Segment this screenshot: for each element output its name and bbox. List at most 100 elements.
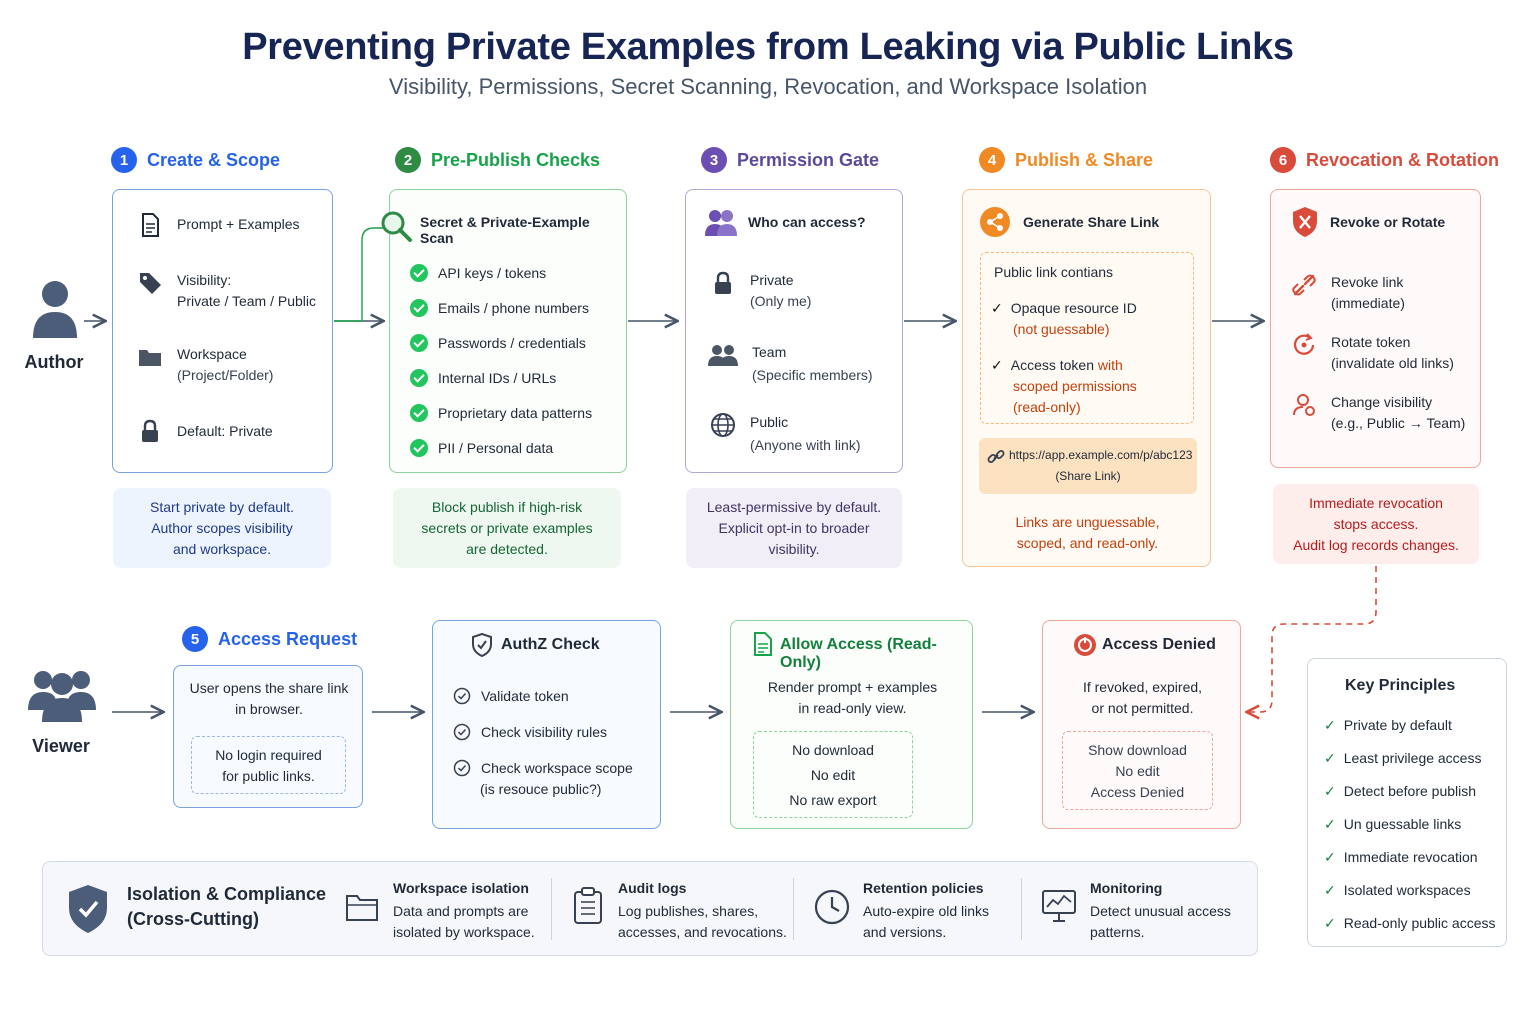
link-item2-sub: scoped permissions	[1013, 378, 1137, 394]
s1-item-visibility: Visibility:Private / Team / Public	[137, 270, 316, 312]
lock-icon	[715, 271, 731, 294]
people-icon	[705, 210, 737, 236]
share-link-url[interactable]: https://app.example.com/p/abc123	[1009, 448, 1193, 462]
principle-1-label: Private by default	[1343, 717, 1452, 733]
link-item1-label: Opaque resource ID	[1010, 300, 1137, 316]
gate-private-label: Private	[750, 272, 794, 288]
monitor-icon	[1042, 890, 1076, 922]
step2-card: Secret & Private-Example Scan API keys /…	[381, 189, 627, 473]
s3-note-line3: visibility.	[768, 540, 820, 557]
allow-card: Allow Access (Read-Only) Render prompt +…	[730, 620, 973, 829]
public-link-contents-box: Public link contians ✓Opaque resource ID…	[980, 252, 1194, 424]
check-circle-outline-icon	[453, 759, 471, 777]
principle-4: ✓Un guessable links	[1324, 816, 1462, 832]
footer-monitoring-line1: Detect unusual access	[1090, 903, 1231, 919]
s1-item-prompt: Prompt + Examples	[137, 212, 300, 238]
gate-public: Public(Anyone with link)	[710, 412, 861, 456]
denied-line2: or not permitted.	[1091, 700, 1194, 716]
s1-note-line2: Author scopes visibility	[151, 519, 293, 536]
denied-outcome-2: No edit	[1115, 763, 1160, 779]
principle-5: ✓Immediate revocation	[1324, 849, 1478, 865]
footer-retention-title: Retention policies	[863, 880, 984, 896]
step3-title: Permission Gate	[737, 149, 880, 170]
s1-item-prompt-text: Prompt + Examples	[177, 216, 300, 232]
shield-check-icon	[69, 885, 107, 933]
principle-2-label: Least privilege access	[1343, 750, 1482, 766]
globe-icon	[711, 413, 735, 437]
gate-private: Private (Only me)	[710, 270, 811, 312]
scan-check-5: Proprietary data patterns	[410, 404, 592, 422]
allow-restriction-3: No raw export	[789, 792, 877, 808]
isolation-title: Isolation & Compliance(Cross-Cutting)	[127, 882, 326, 932]
principle-6: ✓Isolated workspaces	[1324, 882, 1471, 898]
viewer-group-icon	[28, 671, 96, 722]
scan-check-6-label: PII / Personal data	[438, 440, 554, 456]
share-link-caption: (Share Link)	[1055, 469, 1121, 483]
principle-3: ✓Detect before publish	[1324, 783, 1477, 799]
step1-header: 1 Create & Scope	[111, 147, 280, 173]
step2-number: 2	[395, 147, 421, 173]
s1-item-default: Default: Private	[137, 418, 273, 444]
principle-3-label: Detect before publish	[1343, 783, 1477, 799]
denied-card: Access Denied If revoked, expired,or not…	[1042, 620, 1241, 829]
scan-header: Secret & Private-Example Scan	[420, 214, 590, 246]
step1-title: Create & Scope	[147, 149, 281, 170]
scan-check-4-label: Internal IDs / URLs	[438, 370, 557, 386]
denied-outcome-1: Show download	[1088, 742, 1187, 758]
link-item2-with: with	[1094, 357, 1123, 373]
broken-link-icon	[1292, 274, 1316, 296]
rotate-sub: (invalidate old links)	[1331, 355, 1454, 371]
footer-retention-line2: and versions.	[863, 924, 947, 940]
gate-header: Who can access?	[748, 214, 866, 230]
footer-monitoring-line2: patterns.	[1090, 924, 1145, 940]
step3-number: 3	[701, 147, 727, 173]
revoke-item-rotate: Rotate token(invalidate old links)	[1291, 332, 1454, 374]
change-visibility-sub: (e.g., Public → Team)	[1331, 415, 1466, 431]
principle-1: ✓Private by default	[1324, 717, 1452, 733]
shield-block-icon	[1293, 207, 1317, 237]
step5-title: Access Request	[218, 628, 358, 649]
isolation-title-line2: (Cross-Cutting)	[127, 909, 259, 929]
principle-6-label: Isolated workspaces	[1343, 882, 1471, 898]
step3-header: 3 Permission Gate	[701, 147, 879, 173]
gate-private-sub: (Only me)	[750, 293, 812, 309]
document-icon	[142, 213, 159, 237]
step1-note: Start private by default. Author scopes v…	[113, 488, 331, 568]
page-subtitle: Visibility, Permissions, Secret Scanning…	[388, 74, 1148, 99]
rotate-icon	[1293, 333, 1315, 355]
footer-workspace-line2: isolated by workspace.	[393, 924, 535, 940]
allow-line2: in read-only view.	[798, 700, 907, 716]
denied-title: Access Denied	[1102, 636, 1216, 653]
authz-title: AuthZ Check	[501, 636, 600, 653]
step4-header: 4 Publish & Share	[979, 147, 1153, 173]
step3-card: Who can access? Private (Only me) Team(Sp…	[685, 189, 903, 473]
s1-note-line1: Start private by default.	[150, 498, 294, 515]
authz-item-3: Check workspace scope	[453, 759, 633, 777]
s1-note-line3: and workspace.	[172, 540, 272, 557]
key-principles-title: Key Principles	[1345, 677, 1456, 694]
step6-number: 6	[1270, 147, 1296, 173]
authz-item-3-sub: (is resouce public?)	[480, 781, 602, 797]
authz-item-2-label: Check visibility rules	[481, 724, 608, 740]
allow-restriction-1: No download	[792, 742, 874, 758]
clock-icon	[814, 889, 850, 925]
s6-note-line2: stops access.	[1333, 515, 1419, 532]
check-circle-icon	[410, 334, 428, 352]
principle-2: ✓Least privilege access	[1324, 750, 1482, 766]
key-principles-card: Key Principles ✓Private by default ✓Leas…	[1307, 658, 1507, 947]
revoke-link-sub: (immediate)	[1331, 295, 1405, 311]
principle-4-label: Un guessable links	[1343, 816, 1462, 832]
scan-check-2: Emails / phone numbers	[410, 299, 589, 317]
share-link-chip[interactable]: https://app.example.com/p/abc123 (Share …	[979, 438, 1197, 494]
footer-audit-title: Audit logs	[618, 880, 687, 896]
step2-header: 2 Pre-Publish Checks	[395, 147, 600, 173]
gate-team: Team(Specific members)	[708, 342, 873, 386]
page-title: Preventing Private Examples from Leaking…	[242, 26, 1294, 68]
